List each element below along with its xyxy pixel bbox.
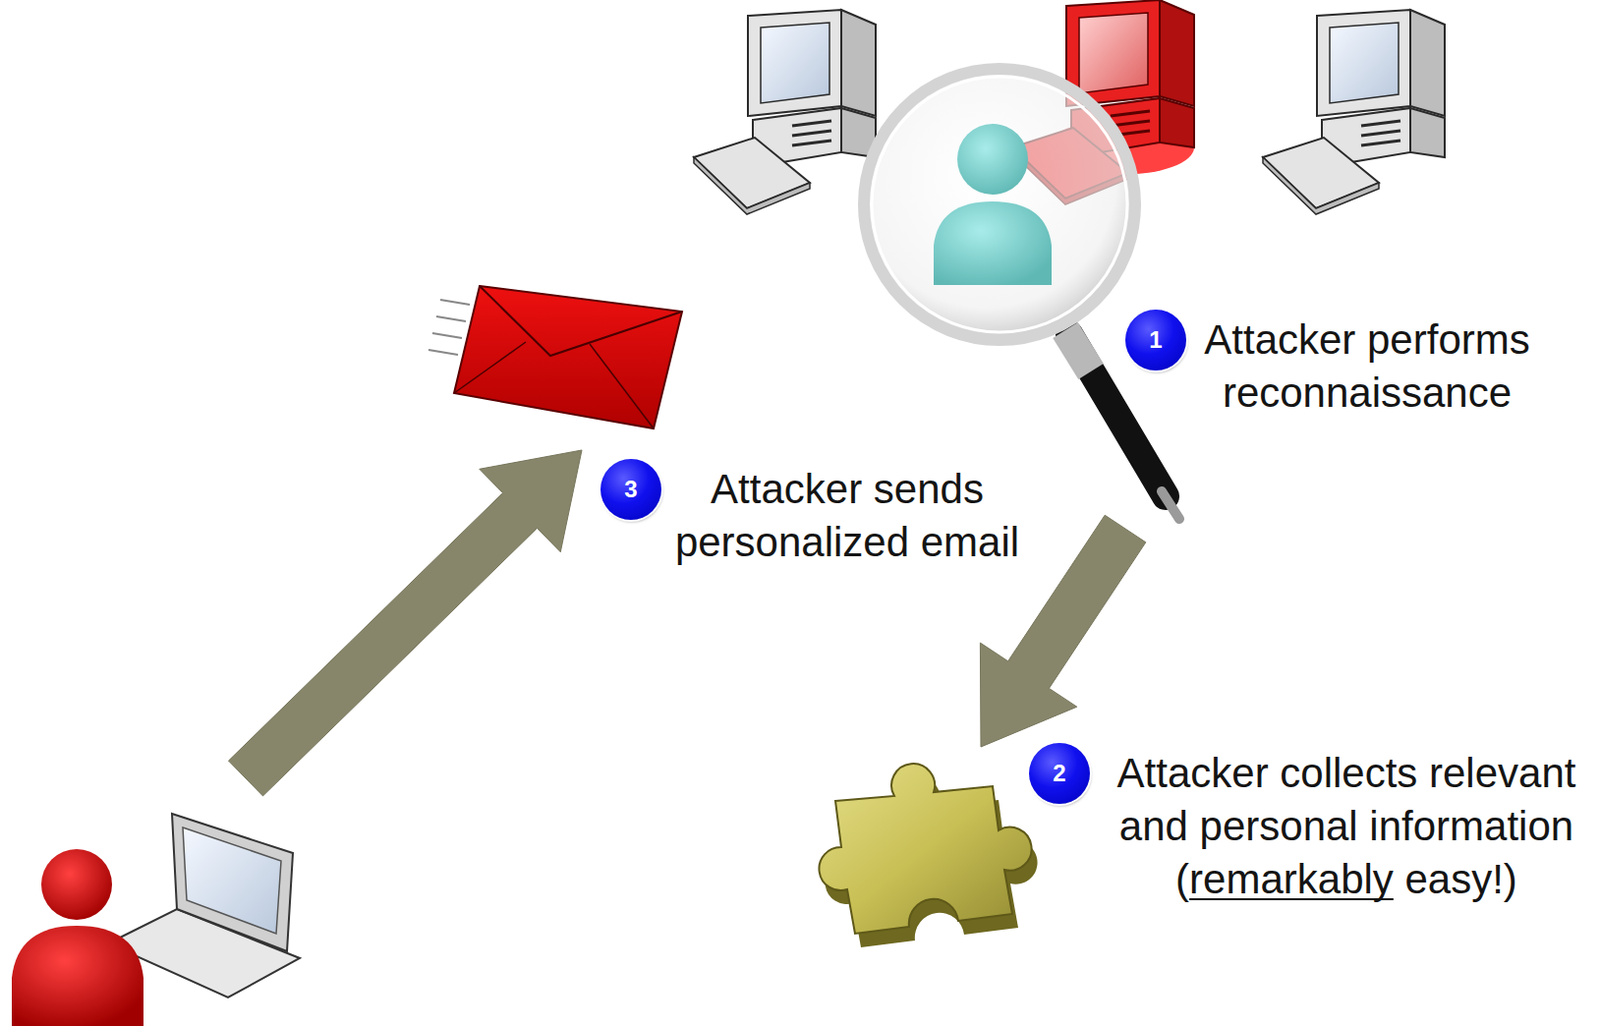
step-caption: Attacker performs reconnaissance <box>1160 313 1574 420</box>
attacker-figure-part <box>182 827 282 934</box>
magnifying-glass <box>863 68 1180 519</box>
email-envelope-part <box>479 285 683 356</box>
magnifying-glass-part <box>1065 330 1091 372</box>
flow-arrows <box>228 450 1146 797</box>
email-envelope-part <box>436 316 466 322</box>
email-envelope-part <box>428 349 458 355</box>
magnifying-glass-part <box>933 201 1052 286</box>
email-envelope-part <box>454 342 526 394</box>
magnifying-glass-part <box>1161 491 1180 519</box>
email-envelope-part <box>589 343 654 429</box>
email-envelope-part <box>454 285 683 429</box>
callout-number: 3 <box>600 458 662 520</box>
attacker-figure-part <box>11 925 144 1026</box>
step-caption: Attacker collects relevant and personal … <box>1100 746 1593 907</box>
computer-icon <box>693 9 876 215</box>
attacker-figure-part <box>41 849 113 920</box>
callout-number: 2 <box>1028 742 1090 804</box>
puzzle-piece <box>818 763 1037 948</box>
step-badge: 1Attacker performs reconnaissance <box>1125 309 1187 371</box>
magnifying-glass-part <box>957 123 1029 195</box>
email-envelope <box>428 285 683 429</box>
flow-arrow <box>228 450 583 797</box>
step-badge: 2Attacker collects relevant and personal… <box>1028 742 1090 804</box>
step-badge: 3Attacker sends personalized email <box>600 458 662 520</box>
callout-number: 1 <box>1125 309 1187 371</box>
email-envelope-part <box>440 299 470 305</box>
magnifying-glass-part <box>863 68 1136 341</box>
email-envelope-part <box>432 333 462 339</box>
attacker-figure-part <box>171 813 293 952</box>
magnifying-glass-part <box>871 76 1128 333</box>
computer-icon <box>1262 9 1445 215</box>
step-caption: Attacker sends personalized email <box>650 462 1044 570</box>
puzzle-piece-part <box>818 763 1031 934</box>
attacker-figure <box>11 813 300 1026</box>
